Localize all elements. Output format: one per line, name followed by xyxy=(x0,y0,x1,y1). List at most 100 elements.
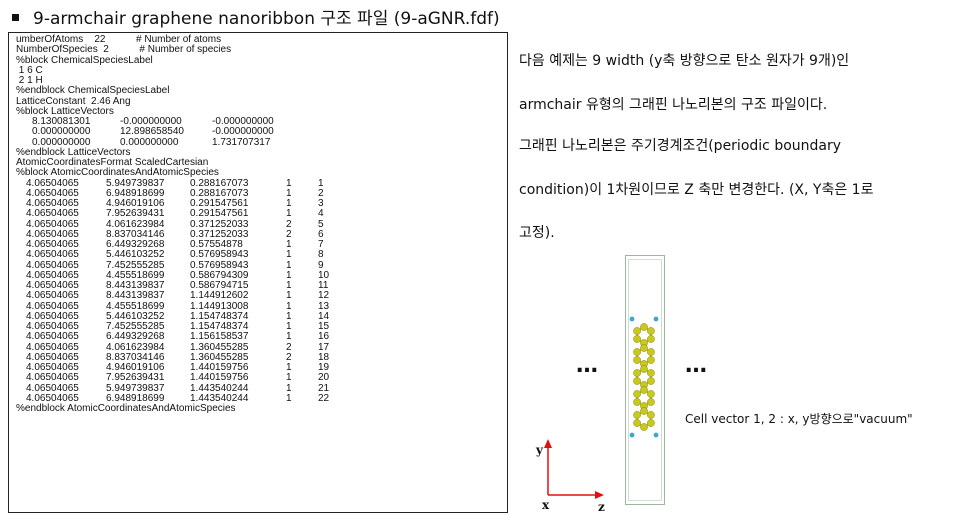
atom-coordinate-value: 4.946019106 xyxy=(106,198,165,209)
hydrogen-atom xyxy=(653,432,659,438)
atom-coordinate-value: 1 xyxy=(286,362,292,373)
atom-coordinate-value: 9 xyxy=(318,259,324,271)
atom-coordinate-value: 1.360455285 xyxy=(190,341,249,353)
atom-coordinate-value: 4.06504065 xyxy=(26,177,79,189)
carbon-atom xyxy=(633,419,641,427)
z-axis-arrowhead xyxy=(595,491,604,499)
atom-coordinate-value: 4.06504065 xyxy=(26,321,79,332)
carbon-atom xyxy=(640,423,648,431)
atom-coordinate-value: 15 xyxy=(318,321,330,332)
axis-label-x: x xyxy=(542,498,550,512)
atom-coordinate-value: 4.061623984 xyxy=(106,218,165,230)
atom-coordinate-value: 4.06504065 xyxy=(26,218,79,230)
atom-coordinate-value: 1 xyxy=(286,300,292,312)
carbon-atom xyxy=(647,369,655,377)
atom-coordinate-value: 0.586794715 xyxy=(190,280,249,291)
atom-coordinate-value: 1 xyxy=(286,321,292,332)
lattice-vector-value: 0.000000000 xyxy=(120,136,179,148)
atom-coordinate-value: 1 xyxy=(286,290,292,302)
lattice-vector-value: 8.130081301 xyxy=(32,116,91,127)
carbon-atom xyxy=(647,377,655,385)
atom-coordinate-value: 5.949739837 xyxy=(106,177,165,189)
hydrogen-atom xyxy=(653,316,659,322)
carbon-atom xyxy=(647,411,655,419)
atom-coordinate-value: 4.06504065 xyxy=(26,290,79,302)
atom-coordinate-value: 1 xyxy=(286,208,292,220)
atom-coordinate-value: 4.06504065 xyxy=(26,187,79,199)
atom-coordinate-value: 13 xyxy=(318,300,330,312)
carbon-atom xyxy=(633,335,641,343)
description-line-3: 그래핀 나노리본은 주기경계조건(periodic boundary xyxy=(519,138,842,154)
atom-coordinate-value: 4.06504065 xyxy=(26,249,79,261)
atom-coordinate-value: 4 xyxy=(318,208,324,220)
atom-coordinate-value: 1.154748374 xyxy=(190,310,249,322)
atom-coordinate-value: 8.837034146 xyxy=(106,228,165,240)
atom-coordinate-value: 7 xyxy=(318,239,324,250)
carbon-atom xyxy=(633,377,641,385)
atom-coordinate-value: 0.371252033 xyxy=(190,218,249,230)
carbon-atom xyxy=(633,327,641,335)
carbon-atom xyxy=(633,356,641,364)
atom-coordinate-value: 2 xyxy=(286,228,292,240)
fdf-line: %endblock ChemicalSpeciesLabel xyxy=(16,85,170,97)
atom-coordinate-value: 2 xyxy=(318,187,324,199)
atom-coordinate-value: 1.443540244 xyxy=(190,382,249,394)
atom-coordinate-value: 1 xyxy=(286,187,292,199)
atom-coordinate-value: 1 xyxy=(286,239,292,250)
atom-coordinate-value: 1.144913008 xyxy=(190,300,249,312)
y-axis-arrowhead xyxy=(544,439,552,448)
lattice-vector-value: -0.000000000 xyxy=(120,116,182,127)
carbon-atom xyxy=(647,335,655,343)
atom-coordinate-value: 1 xyxy=(286,269,292,281)
atom-coordinate-value: 1 xyxy=(318,177,324,189)
atom-coordinate-value: 1 xyxy=(286,259,292,271)
atom-coordinate-value: 14 xyxy=(318,310,330,322)
carbon-atom xyxy=(633,398,641,406)
atom-coordinate-value: 4.061623984 xyxy=(106,341,165,353)
atom-coordinate-value: 21 xyxy=(318,382,330,394)
atom-coordinate-value: 1.440159756 xyxy=(190,362,249,373)
atom-coordinate-value: 1 xyxy=(286,331,292,343)
axis-label-z: z xyxy=(598,500,605,514)
carbon-atom xyxy=(640,323,648,331)
atom-coordinate-value: 1.443540244 xyxy=(190,392,249,404)
atom-coordinate-value: 7.452555285 xyxy=(106,259,165,271)
atom-coordinate-value: 4.455518699 xyxy=(106,269,165,281)
carbon-atom xyxy=(647,419,655,427)
atom-coordinate-value: 8.443139837 xyxy=(106,290,165,302)
atom-coordinate-value: 0.291547561 xyxy=(190,198,249,209)
fdf-line: LatticeConstant 2.46 Ang xyxy=(16,95,131,107)
atom-coordinate-value: 7.952639431 xyxy=(106,208,165,220)
atom-coordinate-value: 1.144912602 xyxy=(190,290,249,302)
atom-coordinate-value: 2 xyxy=(286,351,292,363)
hydrogen-atom xyxy=(629,316,635,322)
atom-coordinate-value: 0.288167073 xyxy=(190,177,249,189)
carbon-atom xyxy=(633,348,641,356)
hydrogen-atom xyxy=(629,432,635,438)
carbon-atom xyxy=(647,390,655,398)
carbon-atom xyxy=(640,344,648,352)
atom-coordinate-value: 0.288167073 xyxy=(190,187,249,199)
nanoribbon-molecule xyxy=(629,316,659,438)
atom-coordinate-value: 6.948918699 xyxy=(106,392,165,404)
atom-coordinate-value: 6 xyxy=(318,228,324,240)
atom-coordinate-value: 5.446103252 xyxy=(106,310,165,322)
atom-coordinate-value: 8.443139837 xyxy=(106,280,165,291)
atom-coordinate-value: 1.156158537 xyxy=(190,331,249,343)
